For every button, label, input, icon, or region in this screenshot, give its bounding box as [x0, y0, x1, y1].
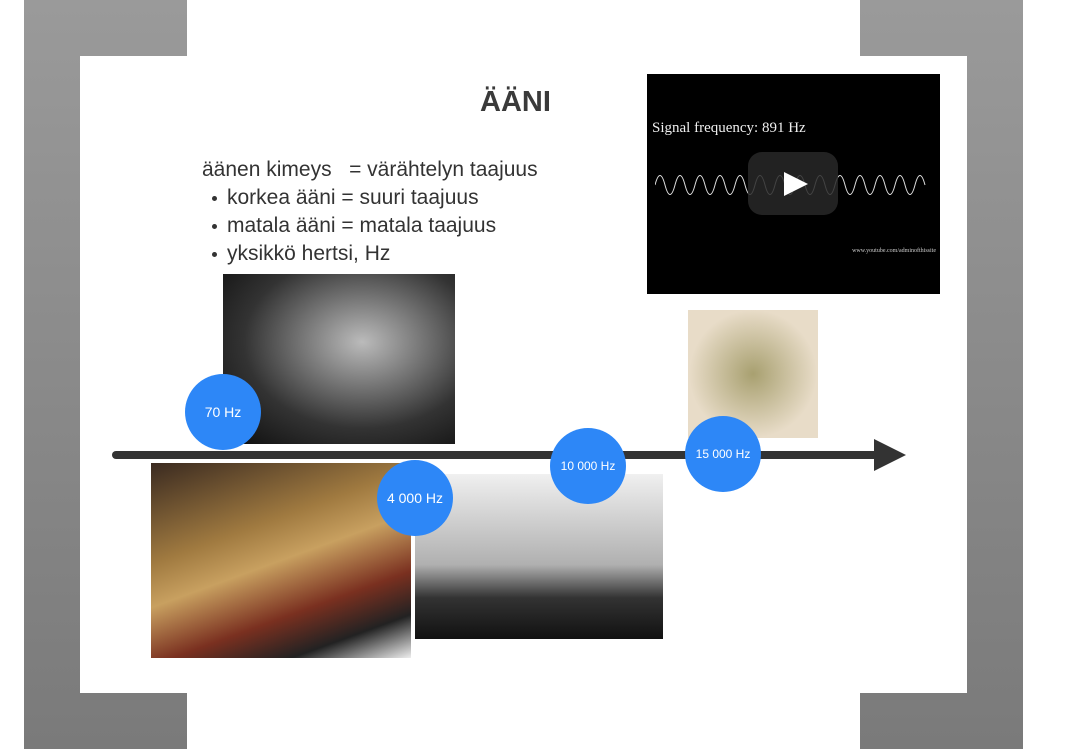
slide-title: ÄÄNI: [480, 86, 551, 118]
video-signal-text: Signal frequency: 891 Hz: [652, 120, 806, 136]
definition: äänen kimeys = värähtelyn taajuus: [202, 158, 538, 181]
play-icon[interactable]: [748, 152, 838, 215]
video-url-text: www.youtube.com/adminofthissite: [852, 248, 936, 254]
bullet: matala ääni = matala taajuus: [202, 212, 538, 240]
video-embed[interactable]: Signal frequency: 891 Hz www.youtube.com…: [647, 74, 940, 294]
grasshopper-image: [688, 310, 818, 438]
frequency-axis: [112, 451, 882, 459]
marker-4000hz[interactable]: 4 000 Hz: [377, 460, 453, 536]
guitar-image: [223, 274, 455, 444]
marker-10000hz[interactable]: 10 000 Hz: [550, 428, 626, 504]
bullet: yksikkö hertsi, Hz: [202, 240, 538, 268]
breaking-glass-image: [415, 474, 663, 639]
frame-notch-bottom: [187, 693, 860, 749]
arrow-head-icon: [874, 439, 906, 471]
piano-image: [151, 463, 411, 658]
frame-notch-top: [187, 0, 860, 56]
marker-15000hz[interactable]: 15 000 Hz: [685, 416, 761, 492]
slide-text: äänen kimeys = värähtelyn taajuus korkea…: [202, 156, 538, 268]
bullet: korkea ääni = suuri taajuus: [202, 184, 538, 212]
marker-70hz[interactable]: 70 Hz: [185, 374, 261, 450]
